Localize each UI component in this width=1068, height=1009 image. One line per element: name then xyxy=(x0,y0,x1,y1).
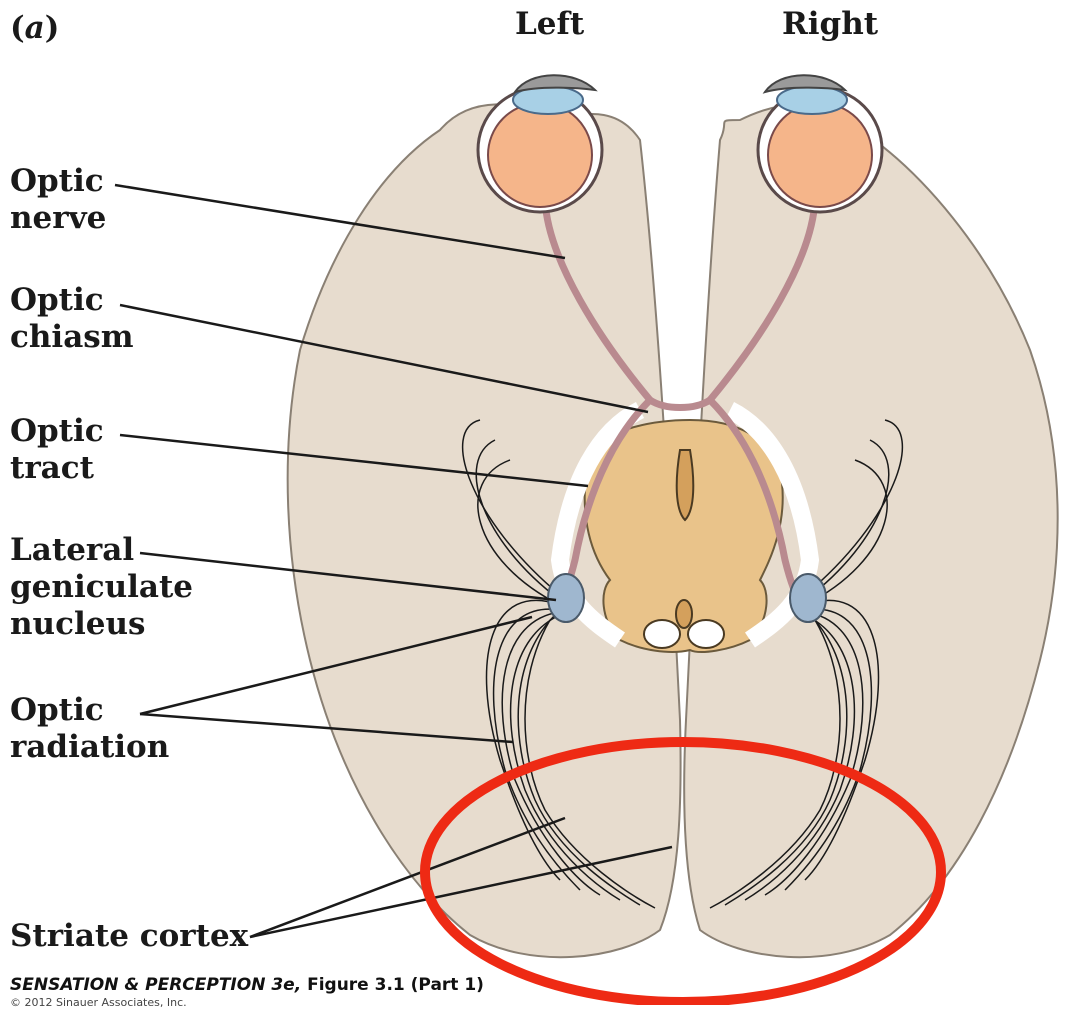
label-lgn: Lateral geniculate nucleus xyxy=(10,532,193,643)
right-header: Right xyxy=(782,6,878,42)
label-optic-chiasm: Optic chiasm xyxy=(10,282,134,356)
copyright: © 2012 Sinauer Associates, Inc. xyxy=(10,996,187,1009)
left-lgn xyxy=(548,574,584,622)
figure-caption: SENSATION & PERCEPTION 3e, Figure 3.1 (P… xyxy=(10,975,484,995)
label-optic-tract: Optic tract xyxy=(10,413,104,487)
label-optic-radiation: Optic radiation xyxy=(10,692,169,766)
label-optic-nerve: Optic nerve xyxy=(10,163,106,237)
panel-label: (a) xyxy=(10,10,59,46)
left-eye xyxy=(478,75,602,212)
right-eye xyxy=(758,75,882,212)
label-striate-cortex: Striate cortex xyxy=(10,918,248,955)
right-lgn xyxy=(790,574,826,622)
chiasm-cross-a xyxy=(650,400,710,408)
left-header: Left xyxy=(515,6,584,42)
